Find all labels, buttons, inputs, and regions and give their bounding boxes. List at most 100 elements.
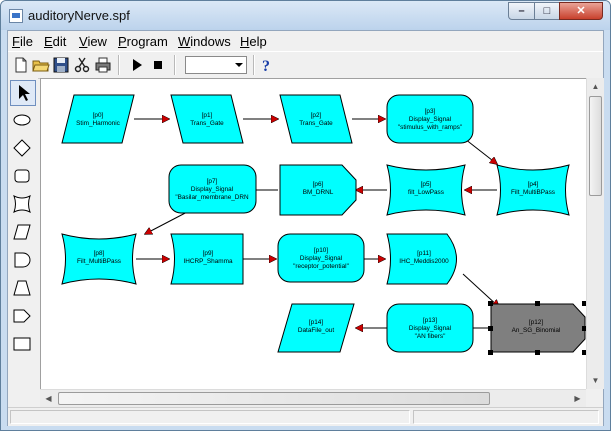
diagram-svg: [p0] Stim_Harmonic [p1] Trans_Gate [p2] … (61, 94, 587, 355)
open-folder-icon[interactable] (32, 56, 50, 74)
node-p5[interactable] (386, 164, 466, 216)
node-p3-name: Display_Signal (409, 116, 451, 123)
node-p3-label: [p3] (425, 108, 436, 115)
node-p14-label: [p14] (309, 319, 323, 326)
help-icon[interactable]: ? (258, 56, 276, 74)
node-p1[interactable] (170, 94, 244, 144)
run-icon[interactable] (128, 56, 146, 74)
menu-help[interactable]: Help (240, 34, 267, 49)
node-p4-label: [p4] (528, 181, 539, 188)
node-p2-name: Trans_Gate (299, 120, 333, 127)
menu-edit[interactable]: Edit (44, 34, 67, 49)
vertical-scrollbar[interactable]: ▲ ▼ (586, 78, 604, 389)
rectangle-tool-icon[interactable] (10, 332, 36, 358)
node-p7-label: [p7] (207, 178, 218, 185)
menu-view[interactable]: View (79, 34, 107, 49)
menu-windows[interactable]: Windows (178, 34, 231, 49)
selection-handles[interactable] (488, 301, 587, 355)
scroll-right-icon[interactable]: ▶ (574, 394, 581, 403)
scroll-left-icon[interactable]: ◀ (45, 394, 52, 403)
node-p13-extra: "AN fibers" (415, 333, 446, 340)
pointer-tool-icon[interactable] (10, 80, 36, 106)
toolbar-separator (174, 55, 176, 75)
node-p6[interactable] (279, 164, 357, 216)
edge-p11-p12 (462, 273, 499, 307)
scroll-down-icon[interactable]: ▼ (591, 376, 600, 385)
close-button[interactable]: ✕ (559, 2, 603, 20)
node-p10-label: [p10] (314, 247, 328, 254)
node-p1-name: Trans_Gate (190, 120, 224, 127)
new-file-icon[interactable] (12, 56, 30, 74)
node-p12-name: An_SG_Binomial (512, 327, 561, 334)
toolbar: ? (8, 51, 603, 79)
shape-palette (8, 78, 38, 386)
oval-tool-icon[interactable] (10, 108, 36, 134)
node-p10-name: Display_Signal (300, 255, 342, 262)
node-p11[interactable] (386, 233, 457, 285)
edge-p7-p8 (145, 209, 192, 234)
node-p14-name: DataFile_out (298, 327, 334, 334)
menu-program[interactable]: Program (118, 34, 168, 49)
toolbar-separator (118, 55, 120, 75)
node-p10[interactable] (277, 233, 365, 283)
rounded-rect-tool-icon[interactable] (10, 164, 36, 190)
save-icon[interactable] (52, 56, 70, 74)
minimize-button[interactable]: – (508, 2, 535, 20)
node-p7-extra: "Basilar_membrane_DRN (175, 194, 249, 201)
vertical-scroll-thumb[interactable] (589, 96, 602, 196)
node-p3[interactable] (386, 94, 474, 144)
node-p10-extra: "receptor_potential" (293, 263, 349, 270)
print-icon[interactable] (94, 56, 112, 74)
diagram-canvas[interactable]: [p0] Stim_Harmonic [p1] Trans_Gate [p2] … (40, 78, 587, 390)
title-bar[interactable]: auditoryNerve.spf – □ ✕ (1, 1, 610, 30)
status-cell-main (10, 410, 410, 424)
node-p9-name: IHCRP_Shamma (183, 258, 232, 265)
node-p5-name: filt_LowPass (408, 189, 444, 196)
horizontal-scrollbar[interactable]: ◀ ▶ (40, 389, 586, 407)
scrollbar-corner (586, 389, 603, 406)
status-cell-secondary (413, 410, 599, 424)
node-p5-label: [p5] (421, 181, 432, 188)
window-title: auditoryNerve.spf (28, 8, 130, 23)
node-p0-name: Stim_Harmonic (76, 120, 120, 127)
node-p9[interactable] (170, 233, 244, 285)
node-p6-name: BM_DRNL (303, 189, 334, 196)
node-p7[interactable] (168, 164, 257, 214)
node-p6-label: [p6] (313, 181, 324, 188)
node-p9-label: [p9] (203, 250, 214, 257)
node-p11-label: [p11] (417, 250, 431, 257)
app-icon (9, 9, 23, 23)
diamond-tool-icon[interactable] (10, 136, 36, 162)
node-p14[interactable] (277, 303, 355, 353)
node-p1-label: [p1] (202, 112, 213, 119)
node-p0-label: [p0] (93, 112, 104, 119)
delay-tool-icon[interactable] (10, 248, 36, 274)
trapezoid-tool-icon[interactable] (10, 276, 36, 302)
node-p2[interactable] (279, 94, 353, 144)
node-p4[interactable] (496, 164, 570, 216)
edge-p3-p4 (464, 138, 497, 164)
client-area: File Edit View Program Windows Help ? (7, 30, 604, 426)
parallelogram-tool-icon[interactable] (10, 220, 36, 246)
horizontal-scroll-thumb[interactable] (58, 392, 490, 405)
node-p0[interactable] (61, 94, 135, 144)
toolbar-separator (253, 55, 255, 75)
stop-icon[interactable] (149, 56, 167, 74)
bow-tie-tool-icon[interactable] (10, 192, 36, 218)
node-p8-name: Filt_MultiBPass (77, 258, 121, 265)
toolbar-combo[interactable] (185, 56, 247, 74)
menu-bar: File Edit View Program Windows Help (8, 31, 603, 51)
node-p8[interactable] (61, 233, 137, 285)
scroll-up-icon[interactable]: ▲ (591, 82, 600, 91)
status-bar (8, 407, 603, 426)
node-p3-extra: "stimulus_with_ramps" (398, 124, 462, 131)
node-p2-label: [p2] (311, 112, 322, 119)
node-p13[interactable] (386, 303, 474, 353)
cut-icon[interactable] (73, 56, 91, 74)
menu-file[interactable]: File (12, 34, 33, 49)
chevron-down-icon (235, 63, 243, 67)
node-p11-name: IHC_Meddis2000 (399, 258, 449, 265)
arrow-tool-icon[interactable] (10, 304, 36, 330)
maximize-button[interactable]: □ (534, 2, 560, 20)
node-p12-label: [p12] (529, 319, 543, 326)
